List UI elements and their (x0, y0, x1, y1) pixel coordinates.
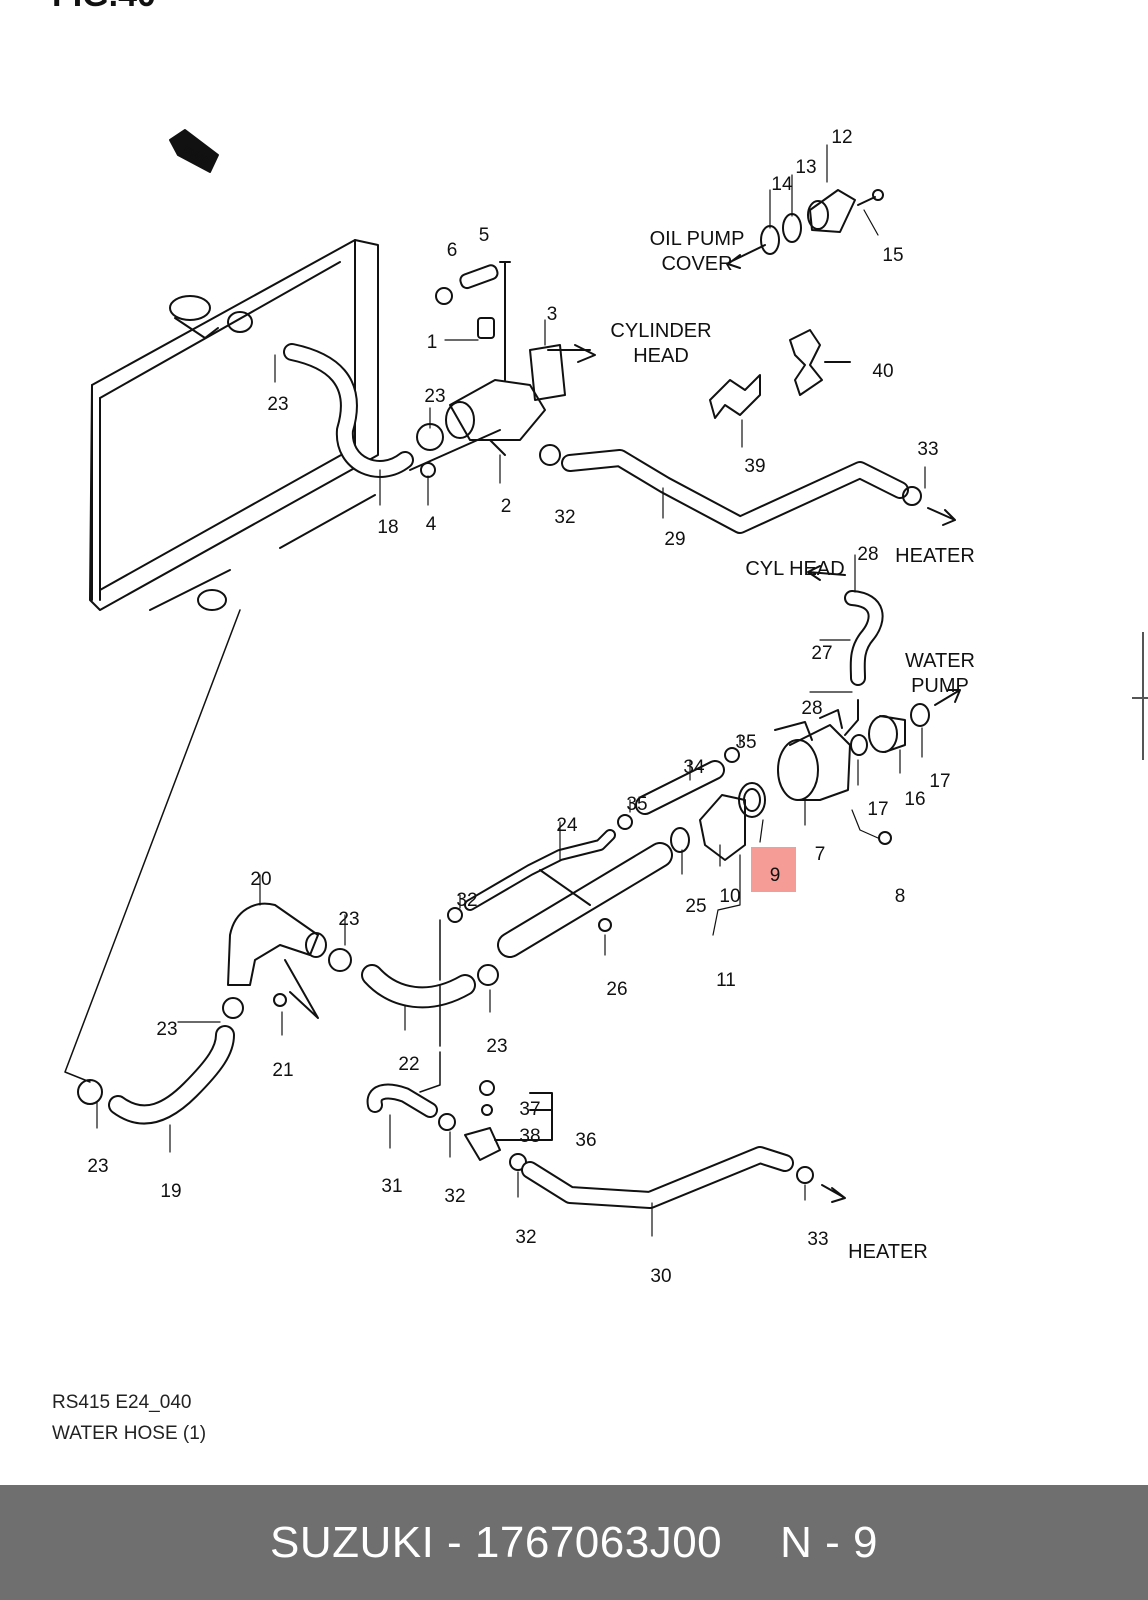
callout-2: 2 (501, 496, 512, 517)
callout-1: 1 (427, 332, 438, 353)
fwd-arrow-icon (169, 129, 219, 173)
oil-pump-label-1: OIL PUMP (650, 228, 745, 250)
callout-12: 12 (831, 127, 852, 148)
callout-23b: 23 (424, 386, 445, 407)
callout-7: 7 (815, 844, 826, 865)
footer-banner: SUZUKI - 1767063J00 N - 9 (0, 1485, 1148, 1600)
fig-label: FIG.40 (52, 0, 156, 14)
callout-22: 22 (398, 1054, 419, 1075)
callout-14: 14 (771, 174, 793, 195)
callout-10: 10 (719, 886, 740, 907)
callout-31: 31 (381, 1176, 402, 1197)
clip-40 (789, 329, 823, 396)
cylinder-label-1: CYLINDER (610, 320, 711, 342)
callout-numbers: 1 2 3 4 5 6 7 8 9 10 11 12 13 14 15 16 1… (87, 127, 950, 1287)
clip-39 (709, 374, 761, 419)
callout-34: 34 (683, 757, 705, 778)
callout-18: 18 (377, 517, 398, 538)
callout-8: 8 (895, 886, 906, 907)
edge-mark-top (1142, 632, 1144, 702)
callout-9: 9 (770, 865, 781, 886)
footer-part-number: SUZUKI - 1767063J00 (269, 1517, 723, 1567)
callout-32a: 32 (554, 507, 575, 528)
water-pump-label-2: PUMP (911, 675, 969, 697)
callout-38: 38 (519, 1126, 540, 1147)
callout-15: 15 (882, 245, 903, 266)
callout-32c: 32 (444, 1186, 465, 1207)
cyl-head-label: CYL HEAD (745, 558, 844, 580)
callout-4: 4 (426, 514, 437, 535)
callout-19: 19 (160, 1181, 181, 1202)
callout-21: 21 (272, 1060, 293, 1081)
diagram-title: WATER HOSE (1) (52, 1423, 207, 1444)
callout-23e: 23 (486, 1036, 507, 1057)
highlight-box (751, 847, 796, 892)
fitting-36 (464, 1080, 501, 1161)
footer-reference: N - 9 (780, 1517, 879, 1567)
fitting-20 (227, 902, 327, 1007)
callout-35a: 35 (735, 732, 756, 753)
cylinder-label-2: HEAD (633, 345, 689, 367)
callout-29: 29 (664, 529, 685, 550)
water-pump-housing (774, 703, 930, 845)
callout-40: 40 (872, 361, 893, 382)
callout-33b: 33 (807, 1229, 828, 1250)
callout-28a: 28 (857, 544, 878, 565)
thermostat-parts (670, 782, 766, 861)
oil-pump-seals (760, 189, 884, 255)
heater-label-bottom: HEATER (848, 1241, 928, 1263)
callout-25: 25 (685, 896, 706, 917)
callout-32d: 32 (515, 1227, 536, 1248)
edge-mark-mid (1132, 697, 1148, 699)
callout-5: 5 (479, 225, 490, 246)
thermostat-housing (416, 264, 566, 478)
callout-17a: 17 (929, 771, 950, 792)
callout-26: 26 (606, 979, 627, 1000)
edge-mark-lower (1142, 700, 1144, 760)
callout-6: 6 (447, 240, 458, 261)
callout-30: 30 (650, 1266, 671, 1287)
callout-23a: 23 (267, 394, 288, 415)
callout-23f: 23 (87, 1156, 108, 1177)
callout-37: 37 (519, 1099, 540, 1120)
parts-diagram: 1 2 3 4 5 6 7 8 9 10 11 12 13 14 15 16 1… (52, 0, 975, 1287)
callout-17b: 17 (867, 799, 888, 820)
oil-pump-label-2: COVER (661, 253, 732, 275)
callout-11: 11 (716, 970, 736, 991)
callout-32b: 32 (456, 890, 477, 911)
water-pump-label-1: WATER (905, 650, 975, 672)
callout-36: 36 (575, 1130, 596, 1151)
callout-39: 39 (744, 456, 765, 477)
callout-27: 27 (811, 643, 832, 664)
callout-16: 16 (904, 789, 925, 810)
radiator (89, 239, 379, 611)
callout-24: 24 (556, 815, 578, 836)
callout-23c: 23 (338, 909, 359, 930)
diagram-code: RS415 E24_040 (52, 1392, 192, 1413)
callout-23d: 23 (156, 1019, 177, 1040)
callout-33a: 33 (917, 439, 938, 460)
callout-35b: 35 (626, 794, 647, 815)
heater-label-top: HEATER (895, 545, 975, 567)
callout-28b: 28 (801, 698, 822, 719)
callout-3: 3 (547, 304, 558, 325)
callout-13: 13 (795, 157, 816, 178)
callout-20: 20 (250, 869, 271, 890)
text-labels: FIG.40 FWD OIL PUMP COVER CYLINDER HEAD … (52, 0, 975, 1263)
